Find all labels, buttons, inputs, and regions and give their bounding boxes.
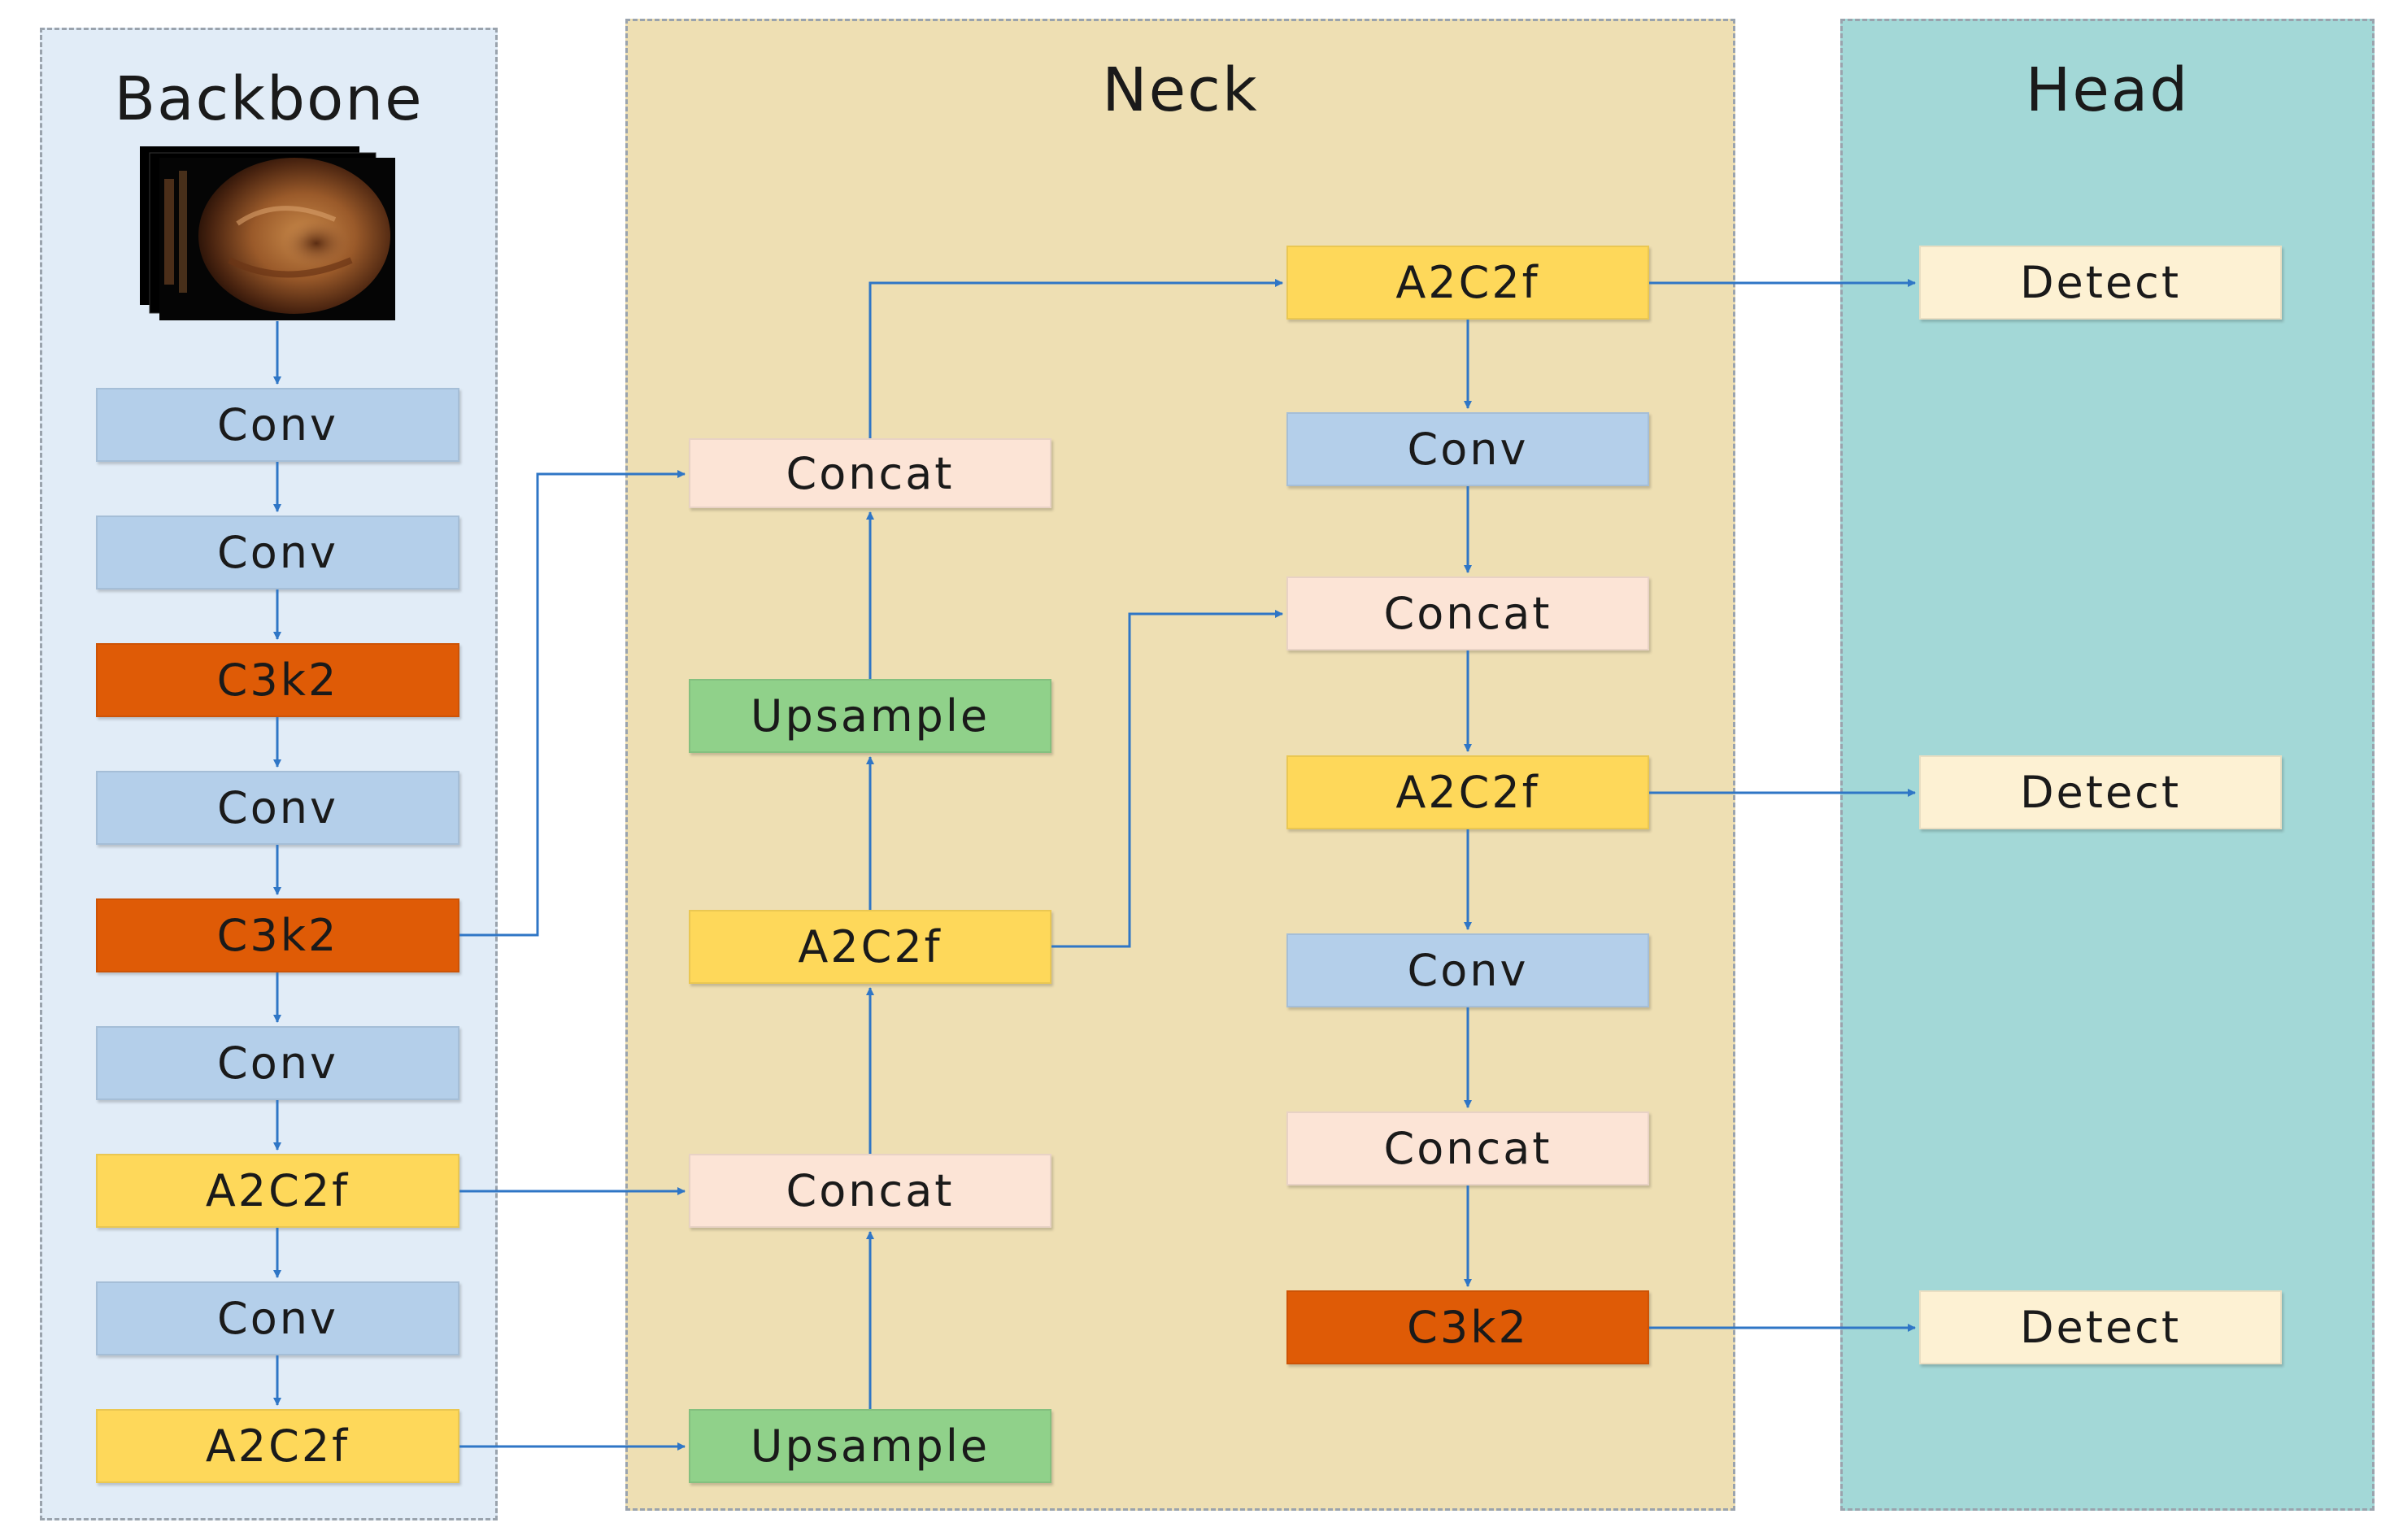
backbone-conv-1: Conv [96,388,459,462]
backbone-conv-5: Conv [96,1281,459,1355]
neck-concat-top: Concat [689,438,1051,508]
neck-conv-1: Conv [1286,412,1649,486]
neck-a2c2f-p4: A2C2f [1286,755,1649,829]
backbone-conv-4: Conv [96,1026,459,1100]
neck-concat-bottom: Concat [689,1154,1051,1228]
neck-concat-p4: Concat [1286,576,1649,650]
backbone-c3k2-1: C3k2 [96,643,459,717]
arrow-concat-top-to-a2c2f-p3 [868,279,1283,438]
neck-c3k2-p5: C3k2 [1286,1290,1649,1364]
backbone-c3k2-2: C3k2 [96,898,459,972]
head-detect-1: Detect [1919,246,2282,320]
backbone-a2c2f-1: A2C2f [96,1154,459,1228]
arrow-a2c2f-mid-to-concat-p4 [1051,610,1283,948]
neck-a2c2f-p3: A2C2f [1286,246,1649,320]
neck-a2c2f-mid: A2C2f [689,910,1051,984]
head-detect-2: Detect [1919,755,2282,829]
neck-upsample-bottom: Upsample [689,1409,1051,1483]
backbone-conv-2: Conv [96,516,459,589]
backbone-title: Backbone [114,64,424,134]
neck-concat-p5: Concat [1286,1111,1649,1185]
backbone-a2c2f-2: A2C2f [96,1409,459,1483]
neck-upsample-top: Upsample [689,679,1051,753]
head-title: Head [2025,55,2190,125]
neck-conv-2: Conv [1286,933,1649,1007]
arrow-c3k2-to-concat-top [459,470,686,937]
head-detect-3: Detect [1919,1290,2282,1364]
backbone-conv-3: Conv [96,771,459,845]
neck-title: Neck [1102,55,1259,125]
input-image-stack [140,146,395,320]
